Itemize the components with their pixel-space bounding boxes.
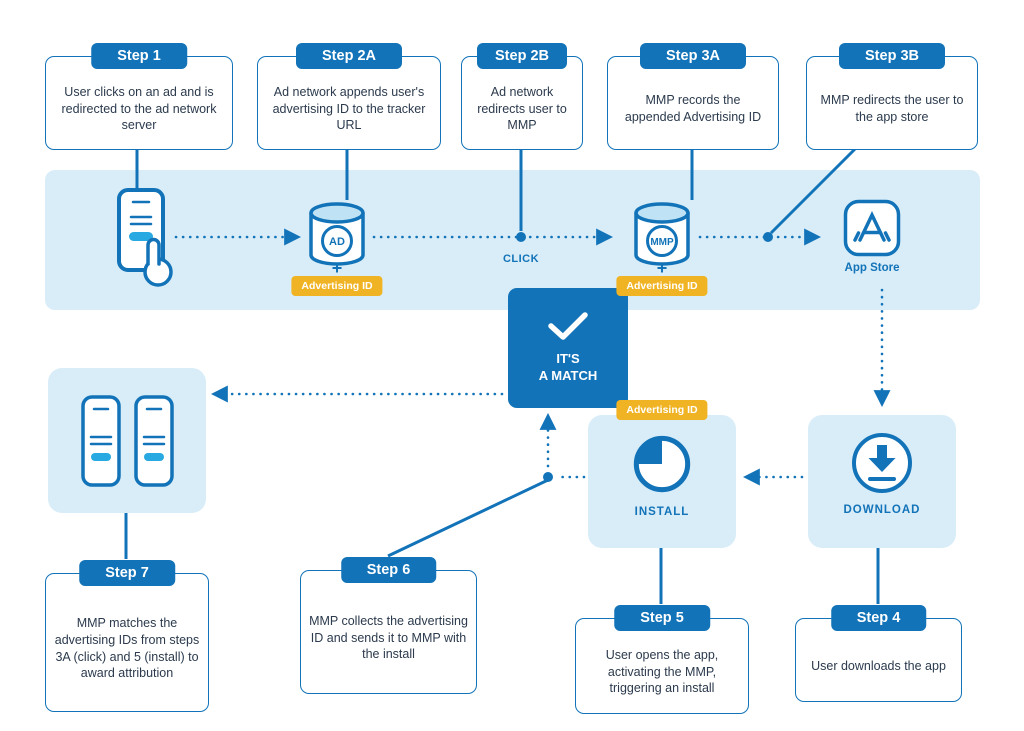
step-2b-header: Step 2B	[477, 43, 567, 69]
step-3a-label: Step 3A	[666, 48, 720, 64]
phone-a-icon	[80, 394, 121, 487]
step-3b-card: Step 3B MMP redirects the user to the ap…	[806, 43, 978, 150]
download-box: DOWNLOAD	[808, 415, 956, 548]
step-2b-card: Step 2B Ad network redirects user to MMP	[461, 43, 583, 150]
step-2a-header: Step 2A	[296, 43, 402, 69]
step-5-header: Step 5	[614, 605, 710, 631]
step-7-header: Step 7	[79, 560, 175, 586]
stem-step6-diagonal	[387, 478, 549, 558]
mmp-plus-sign: +	[656, 258, 668, 278]
match-text: IT'S A MATCH	[539, 351, 598, 385]
step-3b-text: MMP redirects the user to the app store	[820, 93, 964, 124]
step-2a-card: Step 2A Ad network appends user's advert…	[257, 43, 441, 150]
ad-network-database-icon: AD	[305, 198, 369, 270]
step-1-header: Step 1	[91, 43, 187, 69]
step-7-text: MMP matches the advertising IDs from ste…	[54, 615, 200, 681]
step-4-label: Step 4	[856, 610, 901, 626]
step-5-label: Step 5	[640, 610, 684, 626]
match-line2: A MATCH	[538, 368, 598, 383]
step-3b-header: Step 3B	[839, 43, 945, 69]
step-3a-text: MMP records the appended Advertising ID	[624, 93, 762, 124]
ad-db-label: AD	[329, 236, 345, 248]
step-6-card: Step 6 MMP collects the advertising ID a…	[300, 557, 477, 694]
click-label: CLICK	[502, 253, 540, 265]
phone-tap-icon	[103, 188, 178, 288]
step-2a-label: Step 2A	[322, 48, 376, 64]
step-2b-label: Step 2B	[495, 48, 549, 64]
step-6-header: Step 6	[340, 557, 437, 583]
step-3b-label: Step 3B	[865, 48, 919, 64]
step-6-label: Step 6	[366, 562, 411, 578]
app-store-label: App Store	[844, 262, 900, 274]
step-2b-text: Ad network redirects user to MMP	[477, 84, 567, 133]
download-label: DOWNLOAD	[843, 504, 921, 516]
step-7-card: Step 7 MMP matches the advertising IDs f…	[45, 560, 209, 712]
advertising-id-badge-mmp: Advertising ID	[616, 276, 708, 296]
install-box: INSTALL	[588, 415, 736, 548]
phone-b-icon	[133, 394, 174, 487]
step-3a-card: Step 3A MMP records the appended Adverti…	[607, 43, 779, 150]
match-box: IT'S A MATCH	[508, 288, 628, 408]
step-2a-text: Ad network appends user's advertising ID…	[272, 84, 426, 133]
install-label: INSTALL	[634, 506, 690, 518]
step-1-card: Step 1 User clicks on an ad and is redir…	[45, 43, 233, 150]
mmp-db-label: MMP	[650, 237, 674, 248]
match-line1: IT'S	[556, 351, 580, 367]
step-3a-header: Step 3A	[640, 43, 746, 69]
step-4-header: Step 4	[830, 605, 927, 631]
mmp-database-icon: MMP	[630, 198, 694, 270]
step-7-label: Step 7	[105, 565, 149, 581]
advertising-id-badge-install: Advertising ID	[616, 400, 708, 420]
advertising-id-badge-ad: Advertising ID	[291, 276, 383, 296]
step-4-text: User downloads the app	[811, 658, 946, 673]
ad-plus-sign: +	[331, 258, 343, 278]
step-1-text: User clicks on an ad and is redirected t…	[61, 84, 217, 133]
install-pie-icon	[633, 435, 691, 493]
checkmark-icon	[548, 312, 588, 340]
step-4-card: Step 4 User downloads the app	[795, 605, 962, 702]
step-5-text: User opens the app, activating the MMP, …	[605, 647, 719, 696]
install-junction-dot	[543, 472, 553, 482]
step-1-label: Step 1	[117, 48, 161, 64]
download-icon	[852, 433, 912, 493]
step-6-text: MMP collects the advertising ID and send…	[309, 613, 468, 662]
step-5-card: Step 5 User opens the app, activating th…	[575, 605, 749, 714]
matched-phones-box	[48, 368, 206, 513]
app-store-icon	[843, 199, 901, 257]
